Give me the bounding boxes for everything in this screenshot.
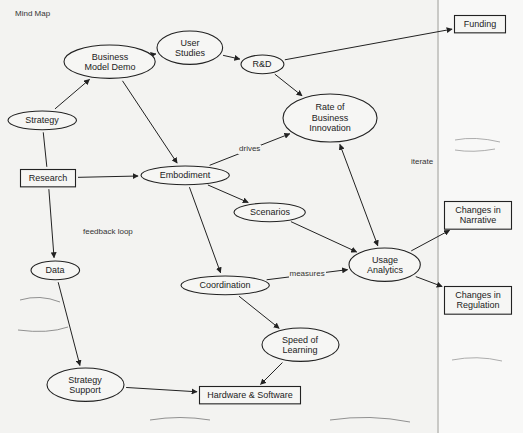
concept-ellipse: User Studies	[156, 30, 224, 65]
connector	[275, 74, 302, 96]
concept-text: Strategy	[20, 115, 64, 125]
edge-label: measures	[289, 270, 326, 279]
scribble	[18, 297, 410, 422]
concept-ellipse: Rate of Business Innovation	[282, 93, 378, 143]
connector	[416, 277, 442, 287]
concept-ellipse: Coordination	[180, 275, 270, 296]
concept-box: Hardware & Software	[199, 386, 301, 404]
concept-text: Scenarios	[247, 207, 293, 217]
connector	[223, 55, 240, 59]
concept-text: Changes in Regulation	[449, 290, 507, 311]
note-text: feedback loop	[82, 228, 134, 237]
page-fold	[437, 0, 439, 433]
concept-box: Changes in Narrative	[444, 201, 512, 230]
connector	[261, 363, 283, 385]
concept-text: Changes in Narrative	[449, 205, 507, 226]
note-text: Mind Map	[14, 10, 51, 19]
concept-text: Business Model Demo	[80, 52, 140, 73]
concept-ellipse: Scenarios	[233, 202, 306, 223]
connector	[239, 296, 279, 328]
connector	[78, 176, 138, 177]
connector	[49, 189, 54, 257]
edge-label: drives	[238, 145, 261, 154]
connector	[189, 187, 220, 273]
right-page	[438, 0, 523, 433]
concept-text: Speed of Learning	[275, 335, 325, 356]
connector	[208, 185, 248, 203]
scribble	[452, 138, 502, 361]
concept-text: Strategy Support	[60, 375, 110, 396]
concept-ellipse: Business Model Demo	[63, 44, 156, 79]
connector	[55, 79, 90, 108]
concept-box: Funding	[454, 15, 506, 33]
connector	[210, 134, 290, 166]
concept-text: Data	[40, 265, 70, 275]
connector	[154, 53, 156, 54]
concept-ellipse: Speed of Learning	[261, 327, 340, 362]
concept-box: Research	[20, 169, 76, 187]
connector	[126, 387, 197, 391]
connector	[122, 81, 177, 163]
concept-box: Changes in Regulation	[444, 286, 512, 315]
concept-ellipse: Data	[30, 260, 81, 281]
concept-text: R&D	[249, 59, 275, 69]
connector	[43, 132, 47, 167]
concept-text: Rate of Business Innovation	[299, 102, 361, 133]
concept-ellipse: Strategy Support	[46, 367, 125, 402]
concept-text: Coordination	[196, 280, 254, 290]
concept-ellipse: Embodiment	[140, 165, 230, 186]
concept-text: Embodiment	[156, 170, 214, 180]
concept-ellipse: Usage Analytics	[348, 247, 421, 282]
concept-text: Research	[25, 173, 71, 183]
connector	[411, 230, 449, 251]
concept-text: User Studies	[169, 38, 211, 59]
connector	[291, 222, 357, 252]
concept-ellipse: R&D	[240, 54, 285, 75]
connector	[58, 282, 80, 365]
connector	[285, 29, 452, 60]
concept-text: Funding	[459, 19, 501, 29]
note-text: iterate	[410, 158, 434, 167]
concept-ellipse: Strategy	[7, 110, 77, 131]
connector	[267, 270, 348, 280]
concept-text: Hardware & Software	[204, 390, 296, 400]
connector	[340, 144, 378, 245]
concept-text: Usage Analytics	[362, 255, 408, 276]
